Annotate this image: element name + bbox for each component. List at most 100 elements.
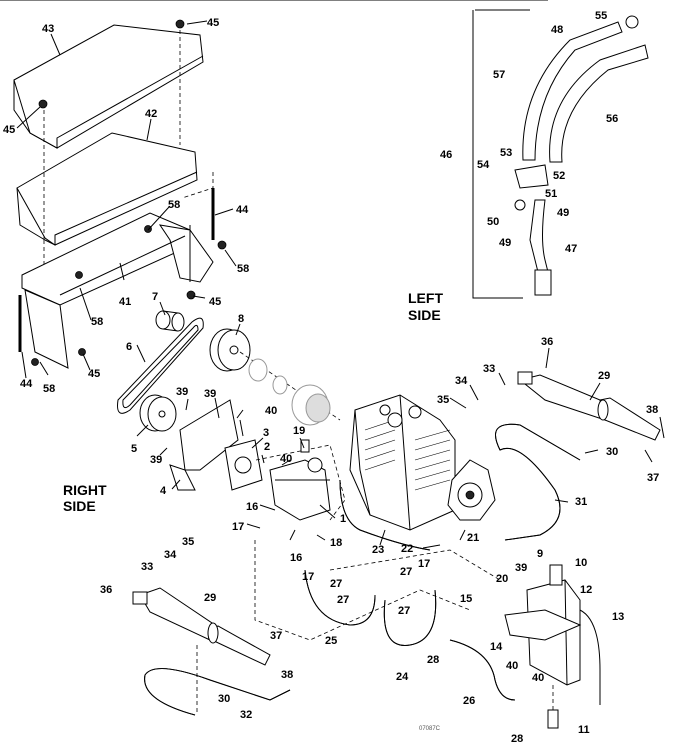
callout-17a[interactable]: 17	[232, 521, 244, 533]
callout-27b[interactable]: 27	[337, 594, 349, 606]
callout-49b[interactable]: 49	[499, 237, 511, 249]
nut-icon	[217, 240, 227, 250]
callout-27a[interactable]: 27	[330, 578, 342, 590]
nut-icon	[186, 290, 196, 300]
callout-labels: 1 2 3 4 5 6 7 8 9 10 11 12 13 14 15 16 1…	[3, 10, 659, 745]
callout-28b[interactable]: 28	[511, 733, 523, 745]
callout-44a[interactable]: 44	[236, 204, 249, 216]
callout-27c[interactable]: 27	[398, 605, 410, 617]
callout-37a[interactable]: 37	[647, 472, 659, 484]
callout-29a[interactable]: 29	[598, 370, 610, 382]
callout-45d[interactable]: 45	[88, 368, 100, 380]
fitting-19	[300, 439, 310, 453]
callout-25[interactable]: 25	[325, 635, 337, 647]
hose-31	[495, 423, 581, 541]
callout-32[interactable]: 32	[240, 709, 252, 721]
callout-8[interactable]: 8	[238, 313, 244, 325]
callout-9[interactable]: 9	[537, 548, 543, 560]
callout-54[interactable]: 54	[477, 159, 490, 171]
callout-55[interactable]: 55	[595, 10, 607, 22]
callout-58b[interactable]: 58	[237, 263, 249, 275]
callout-31[interactable]: 31	[575, 496, 587, 508]
callout-17c[interactable]: 17	[418, 558, 430, 570]
callout-10[interactable]: 10	[575, 557, 587, 569]
callout-19[interactable]: 19	[293, 425, 305, 437]
callout-51[interactable]: 51	[545, 188, 557, 200]
callout-22[interactable]: 22	[401, 543, 413, 555]
callout-3[interactable]: 3	[263, 427, 269, 439]
callout-24[interactable]: 24	[396, 671, 409, 683]
callout-7[interactable]: 7	[152, 291, 158, 303]
callout-6[interactable]: 6	[126, 341, 132, 353]
callout-50[interactable]: 50	[487, 216, 499, 228]
leader-lines	[0, 0, 665, 549]
callout-33a[interactable]: 33	[483, 363, 495, 375]
callout-34a[interactable]: 34	[455, 375, 468, 387]
callout-37b[interactable]: 37	[270, 630, 282, 642]
callout-23[interactable]: 23	[372, 544, 384, 556]
callout-42[interactable]: 42	[145, 108, 157, 120]
callout-20[interactable]: 20	[496, 573, 508, 585]
callout-16a[interactable]: 16	[246, 501, 258, 513]
callout-38a[interactable]: 38	[646, 404, 658, 416]
callout-12[interactable]: 12	[580, 584, 592, 596]
callout-30b[interactable]: 30	[218, 693, 230, 705]
callout-58c[interactable]: 58	[91, 316, 103, 328]
callout-38b[interactable]: 38	[281, 669, 293, 681]
callout-4[interactable]: 4	[160, 485, 167, 497]
callout-40b[interactable]: 40	[280, 453, 292, 465]
hydraulic-cylinder-lower	[132, 587, 271, 666]
callout-11[interactable]: 11	[578, 724, 590, 736]
hydraulic-pump-part	[269, 457, 331, 521]
callout-13[interactable]: 13	[612, 611, 624, 623]
callout-34b[interactable]: 34	[164, 549, 177, 561]
nut-icon	[78, 348, 86, 356]
callout-14[interactable]: 14	[490, 641, 503, 653]
callout-45a[interactable]: 45	[207, 17, 219, 29]
steering-arm-part	[514, 15, 649, 296]
callout-58a[interactable]: 58	[168, 199, 180, 211]
callout-15[interactable]: 15	[460, 593, 472, 605]
callout-33b[interactable]: 33	[141, 561, 153, 573]
callout-1[interactable]: 1	[340, 513, 346, 525]
callout-44b[interactable]: 44	[20, 378, 33, 390]
callout-58d[interactable]: 58	[43, 383, 55, 395]
engine-pulley-part	[139, 394, 177, 432]
callout-36a[interactable]: 36	[541, 336, 553, 348]
callout-35b[interactable]: 35	[182, 536, 194, 548]
callout-40d[interactable]: 40	[532, 672, 544, 684]
callout-17b[interactable]: 17	[302, 571, 314, 583]
callout-47[interactable]: 47	[565, 243, 577, 255]
callout-41[interactable]: 41	[119, 296, 131, 308]
callout-46[interactable]: 46	[440, 149, 452, 161]
callout-16b[interactable]: 16	[290, 552, 302, 564]
callout-39a[interactable]: 39	[176, 386, 188, 398]
callout-36b[interactable]: 36	[100, 584, 112, 596]
callout-45b[interactable]: 45	[3, 124, 15, 136]
callout-21[interactable]: 21	[467, 532, 479, 544]
callout-48[interactable]: 48	[551, 24, 563, 36]
callout-40c[interactable]: 40	[506, 660, 518, 672]
callout-39b[interactable]: 39	[204, 388, 216, 400]
callout-29b[interactable]: 29	[204, 592, 216, 604]
callout-49a[interactable]: 49	[557, 207, 569, 219]
callout-53[interactable]: 53	[500, 147, 512, 159]
reservoir-tank-part	[504, 564, 601, 705]
callout-2[interactable]: 2	[264, 441, 270, 453]
callout-5[interactable]: 5	[131, 443, 137, 455]
callout-27d[interactable]: 27	[400, 566, 412, 578]
callout-56[interactable]: 56	[606, 113, 618, 125]
callout-43[interactable]: 43	[42, 23, 54, 35]
callout-57[interactable]: 57	[493, 69, 505, 81]
callout-39d[interactable]: 39	[515, 562, 527, 574]
callout-26[interactable]: 26	[463, 695, 475, 707]
callout-28a[interactable]: 28	[427, 654, 439, 666]
callout-39c[interactable]: 39	[150, 454, 162, 466]
callout-30a[interactable]: 30	[606, 446, 618, 458]
callout-45c[interactable]: 45	[209, 296, 221, 308]
callout-40a[interactable]: 40	[265, 405, 277, 417]
callout-35a[interactable]: 35	[437, 394, 449, 406]
callout-52[interactable]: 52	[553, 170, 565, 182]
callout-18[interactable]: 18	[330, 537, 342, 549]
